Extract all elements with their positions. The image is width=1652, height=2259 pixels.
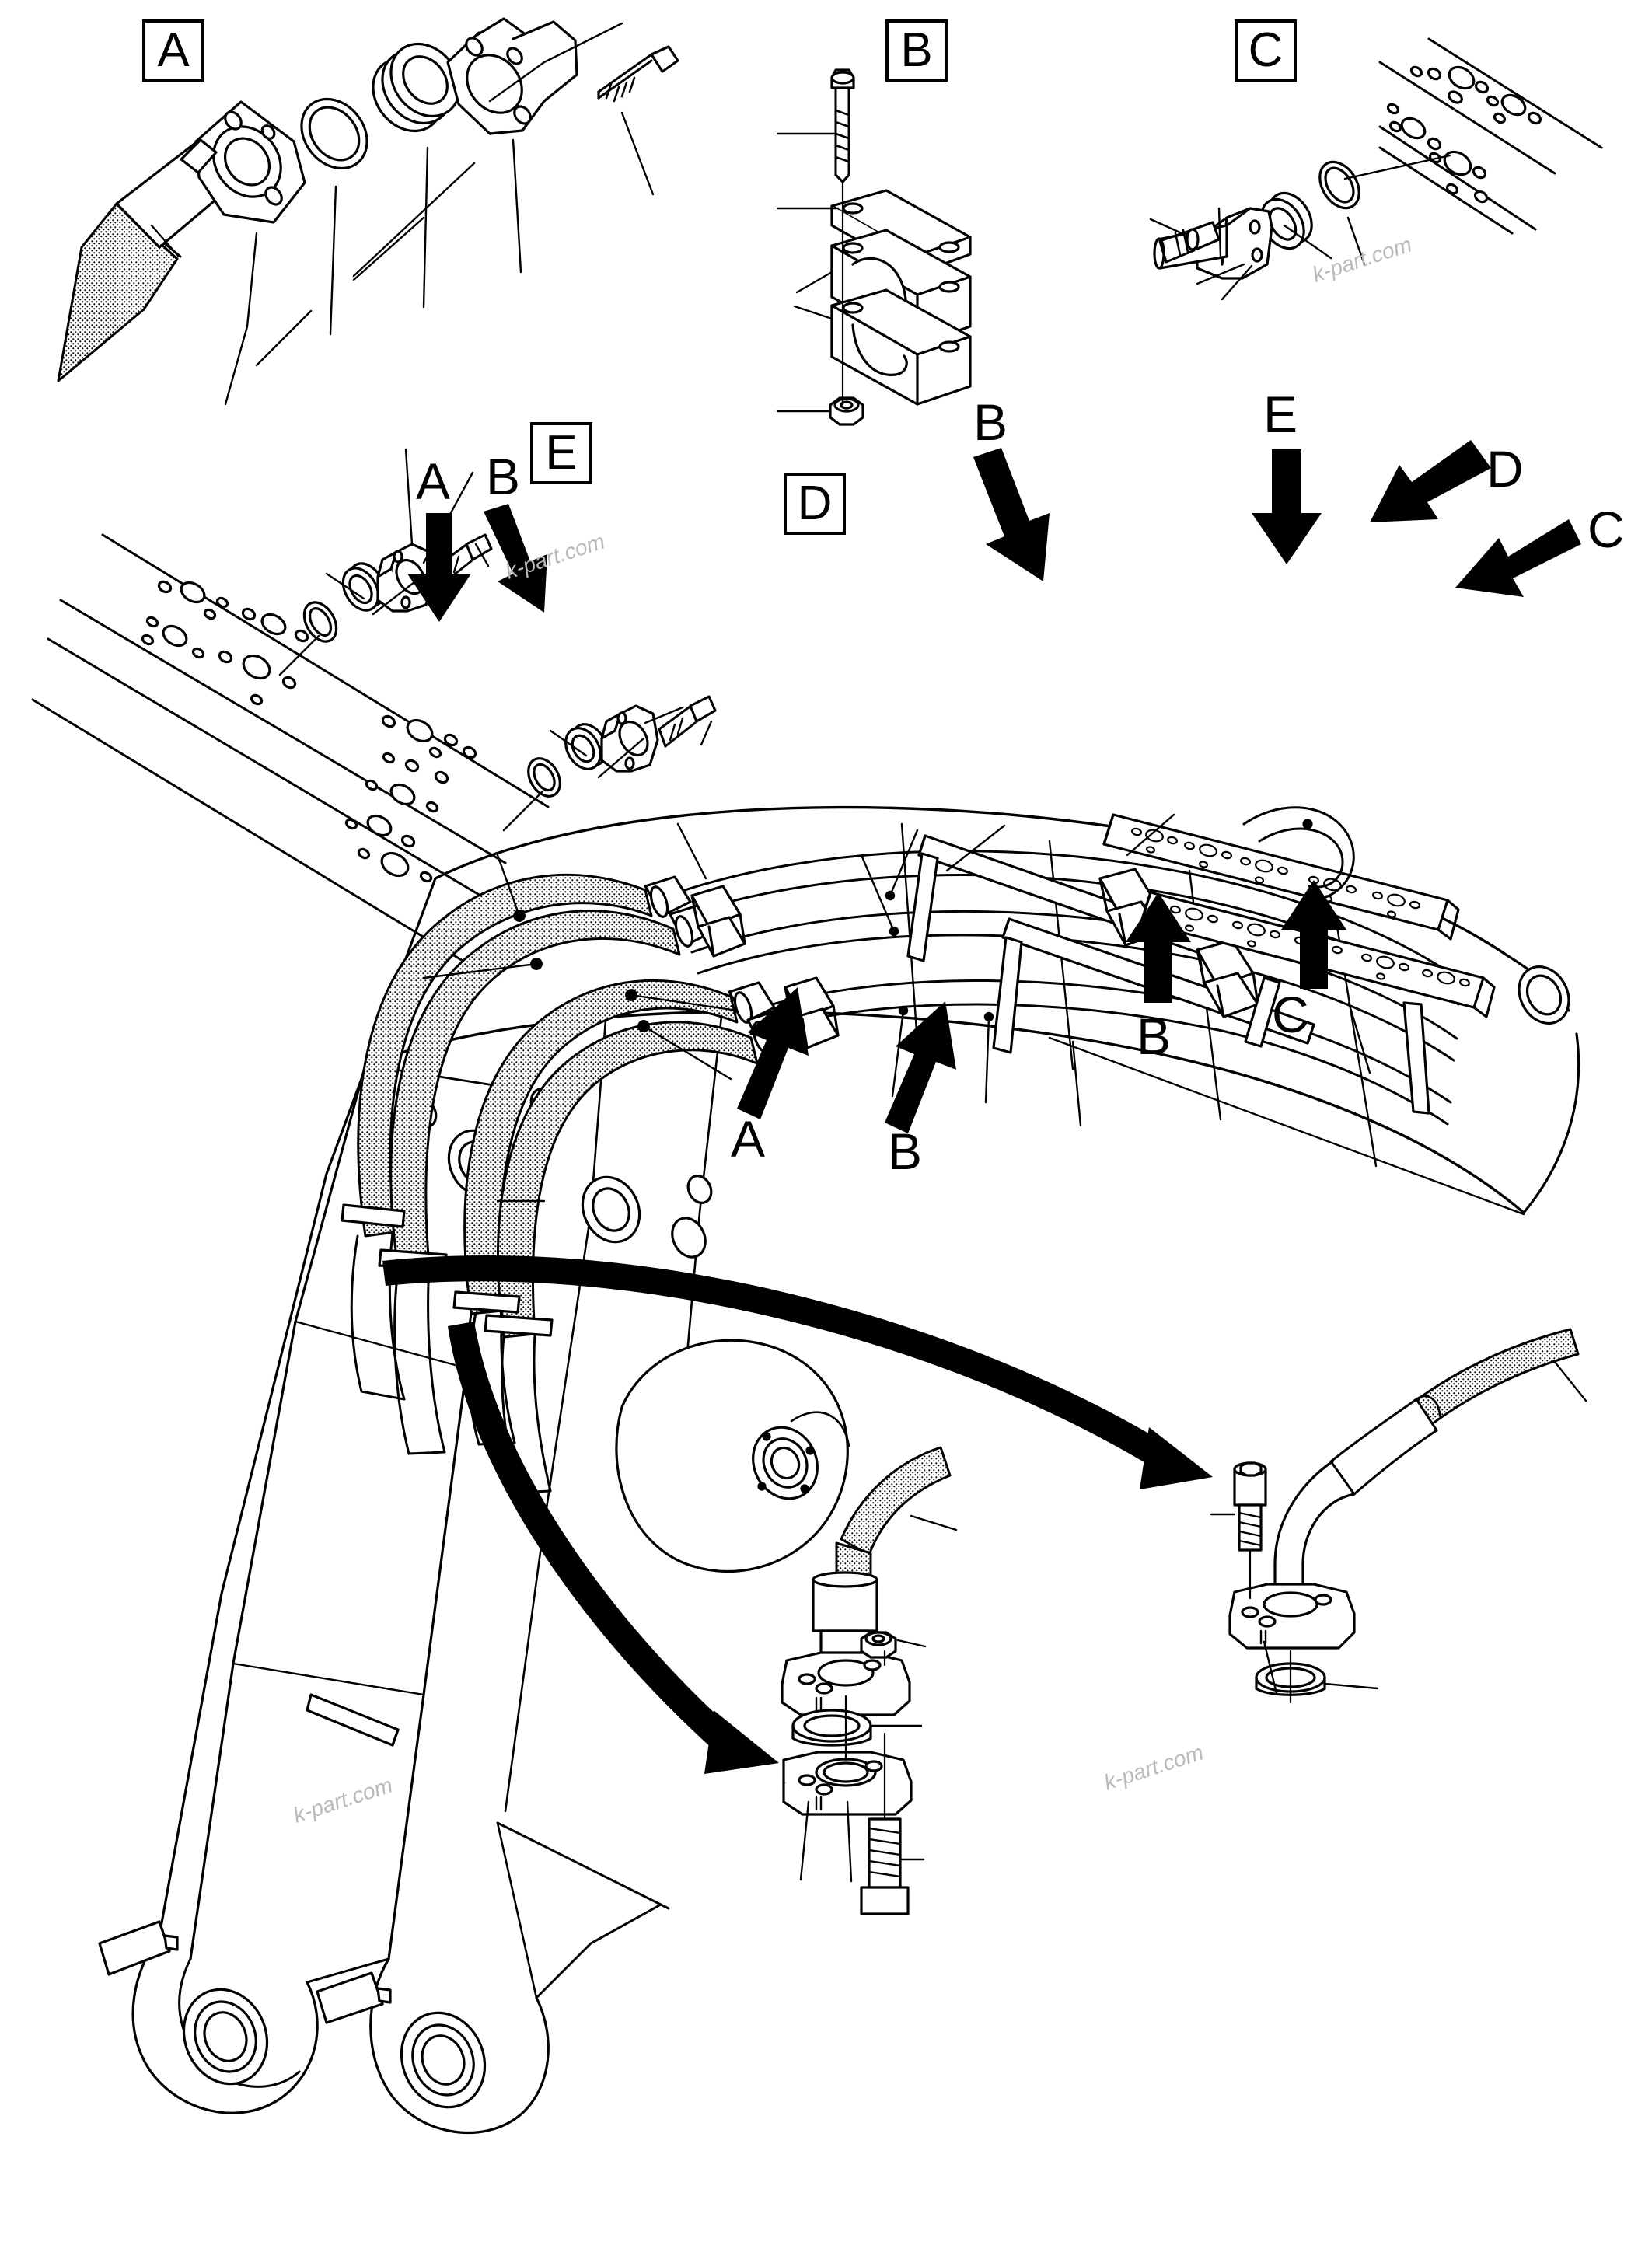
callout-letter-b-lower: B — [888, 1123, 923, 1180]
boom-main-drawing — [98, 805, 1580, 2135]
pointer-arrows — [382, 1255, 1213, 1774]
detail-box-e: E — [530, 422, 592, 484]
detail-box-d-letter: D — [797, 477, 833, 530]
callout-block-arrows — [407, 440, 1581, 1133]
detail-box-d: D — [784, 473, 846, 535]
lower-right-detail — [1210, 1328, 1587, 1704]
callout-letter-e-mid: E — [1263, 386, 1298, 443]
callout-letter-c-right: C — [1587, 501, 1625, 558]
boom-leader-lines — [422, 813, 1371, 1203]
detail-e-d-drawing — [31, 448, 717, 972]
detail-box-b-letter: B — [900, 23, 933, 77]
detail-box-a: A — [142, 19, 204, 82]
detail-box-b: B — [885, 19, 948, 82]
callout-letter-b-top: B — [486, 448, 521, 505]
callout-letter-d-right: D — [1486, 440, 1524, 498]
detail-box-c-letter: C — [1248, 23, 1284, 77]
callout-letter-b-mid: B — [973, 393, 1008, 451]
callout-letter-a-top: A — [416, 452, 451, 510]
detail-box-c: C — [1235, 19, 1297, 82]
callout-letter-c-up: C — [1272, 986, 1309, 1043]
lower-center-detail — [781, 1446, 958, 1915]
detail-b-drawing — [776, 68, 972, 426]
callout-letter-a-lower: A — [731, 1110, 766, 1168]
callout-letter-b-up: B — [1137, 1007, 1172, 1065]
detail-c-drawing — [1149, 37, 1603, 301]
detail-a-drawing — [57, 17, 679, 406]
detail-box-a-letter: A — [157, 23, 190, 77]
detail-box-e-letter: E — [545, 426, 578, 480]
